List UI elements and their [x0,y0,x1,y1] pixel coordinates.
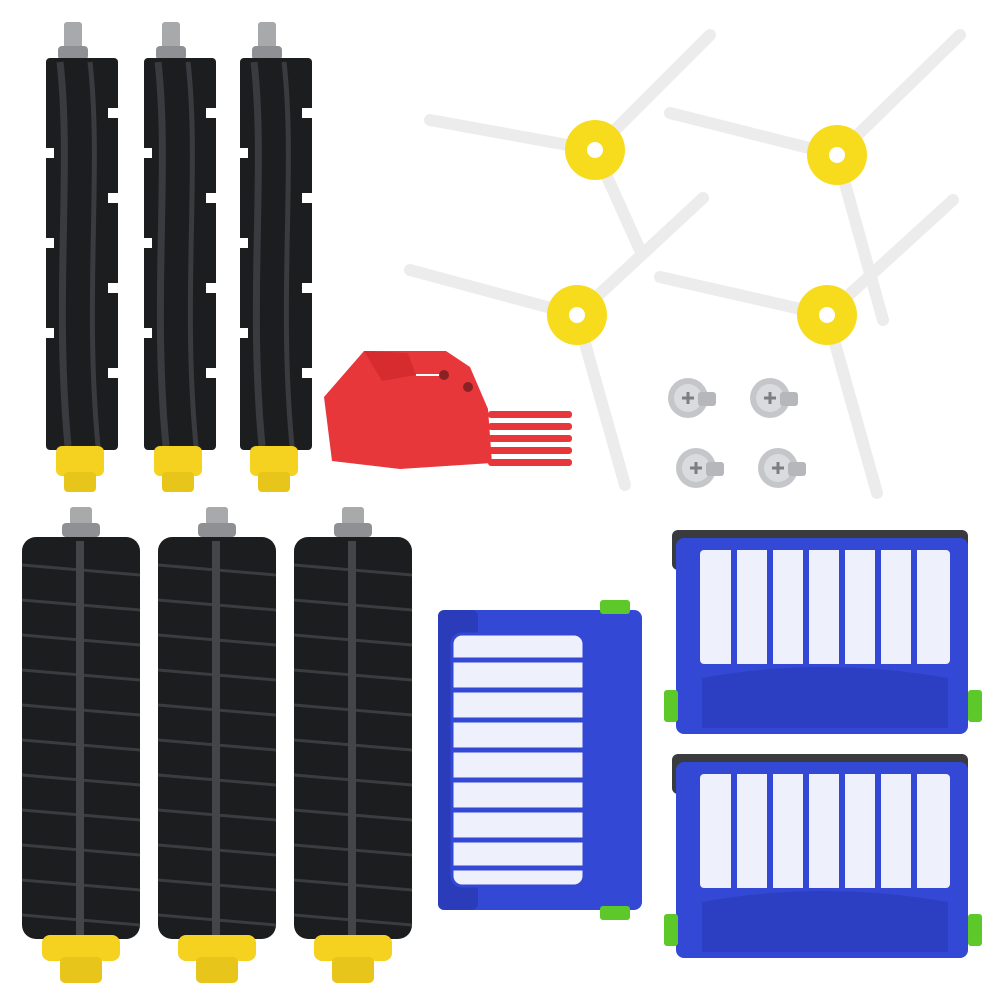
bristle-brush [21,507,141,983]
side-brush [654,194,959,499]
side-brush [664,29,966,326]
flexible-beater-brush [238,22,314,492]
flexible-beater-brush [142,22,218,492]
filter [664,530,982,734]
bristle-brush [293,507,413,983]
screw [668,378,716,418]
side-brush [404,192,709,491]
screw [676,448,724,488]
screw [758,448,806,488]
screw [750,378,798,418]
flexible-beater-brush [44,22,120,492]
bristle-brush [157,507,277,983]
filter [438,600,642,920]
side-brush [424,29,716,256]
cleaning-tool [324,351,572,469]
filter [664,754,982,958]
